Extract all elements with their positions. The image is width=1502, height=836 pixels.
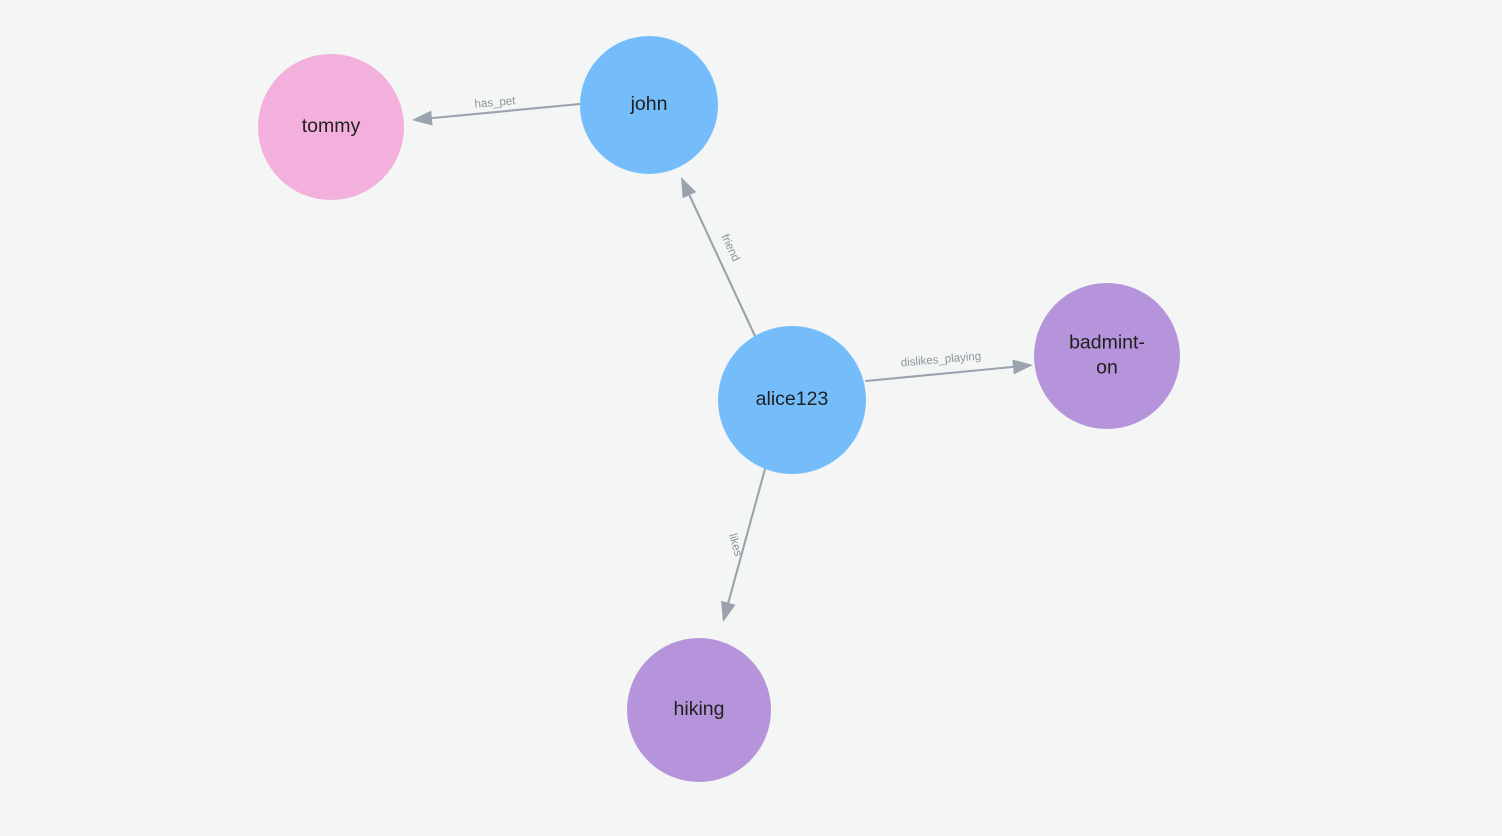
edge-arrowhead-icon bbox=[721, 600, 736, 622]
graph-node-hiking[interactable]: hiking bbox=[627, 638, 771, 782]
graph-node-badminton[interactable]: badmint-on bbox=[1034, 283, 1180, 429]
node-circle[interactable] bbox=[580, 36, 718, 174]
edge-arrowhead-icon bbox=[681, 177, 697, 199]
node-circle[interactable] bbox=[258, 54, 404, 200]
edge-line bbox=[726, 467, 767, 607]
node-circle[interactable] bbox=[627, 638, 771, 782]
edge-line bbox=[864, 365, 1018, 383]
node-circle[interactable] bbox=[718, 326, 866, 474]
nodes-layer: alice123 john tommy badmint-on hiking bbox=[258, 36, 1180, 782]
edge-arrowhead-icon bbox=[1012, 359, 1033, 375]
edge-arrowhead-icon bbox=[412, 110, 433, 126]
edge-line bbox=[427, 102, 582, 120]
graph-node-tommy[interactable]: tommy bbox=[258, 54, 404, 200]
node-circle[interactable] bbox=[1034, 283, 1180, 429]
graph-node-alice123[interactable]: alice123 bbox=[718, 326, 866, 474]
graph-node-john[interactable]: john bbox=[580, 36, 718, 174]
edge-line bbox=[687, 191, 757, 338]
